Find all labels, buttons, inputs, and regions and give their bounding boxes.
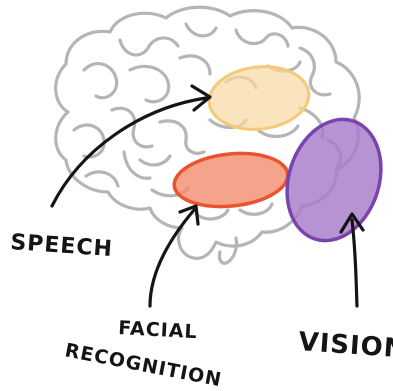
brain-stem [219, 238, 236, 263]
gyrus [186, 24, 216, 36]
gyrus [84, 64, 117, 98]
gyrus [120, 38, 178, 55]
gyrus [180, 56, 210, 74]
gyrus [196, 210, 228, 219]
speech-region [206, 62, 312, 134]
gyrus [130, 66, 169, 101]
gyrus [112, 108, 152, 147]
gyrus [236, 30, 288, 46]
gyrus [160, 121, 204, 153]
facial-arrow [150, 210, 194, 306]
gyrus [140, 156, 170, 165]
gyrus [74, 125, 104, 157]
facial-label-line2: RECOGNITION [63, 339, 224, 391]
facial-recognition-region [172, 148, 291, 212]
vision-label: VISION [298, 327, 393, 364]
labels: SPEECH FACIAL RECOGNITION VISION [10, 230, 393, 391]
speech-label: SPEECH [10, 230, 114, 262]
gyrus [86, 172, 118, 186]
facial-label-line1: FACIAL [118, 317, 198, 343]
vision-arrow [352, 220, 357, 306]
vision-region [272, 107, 393, 253]
